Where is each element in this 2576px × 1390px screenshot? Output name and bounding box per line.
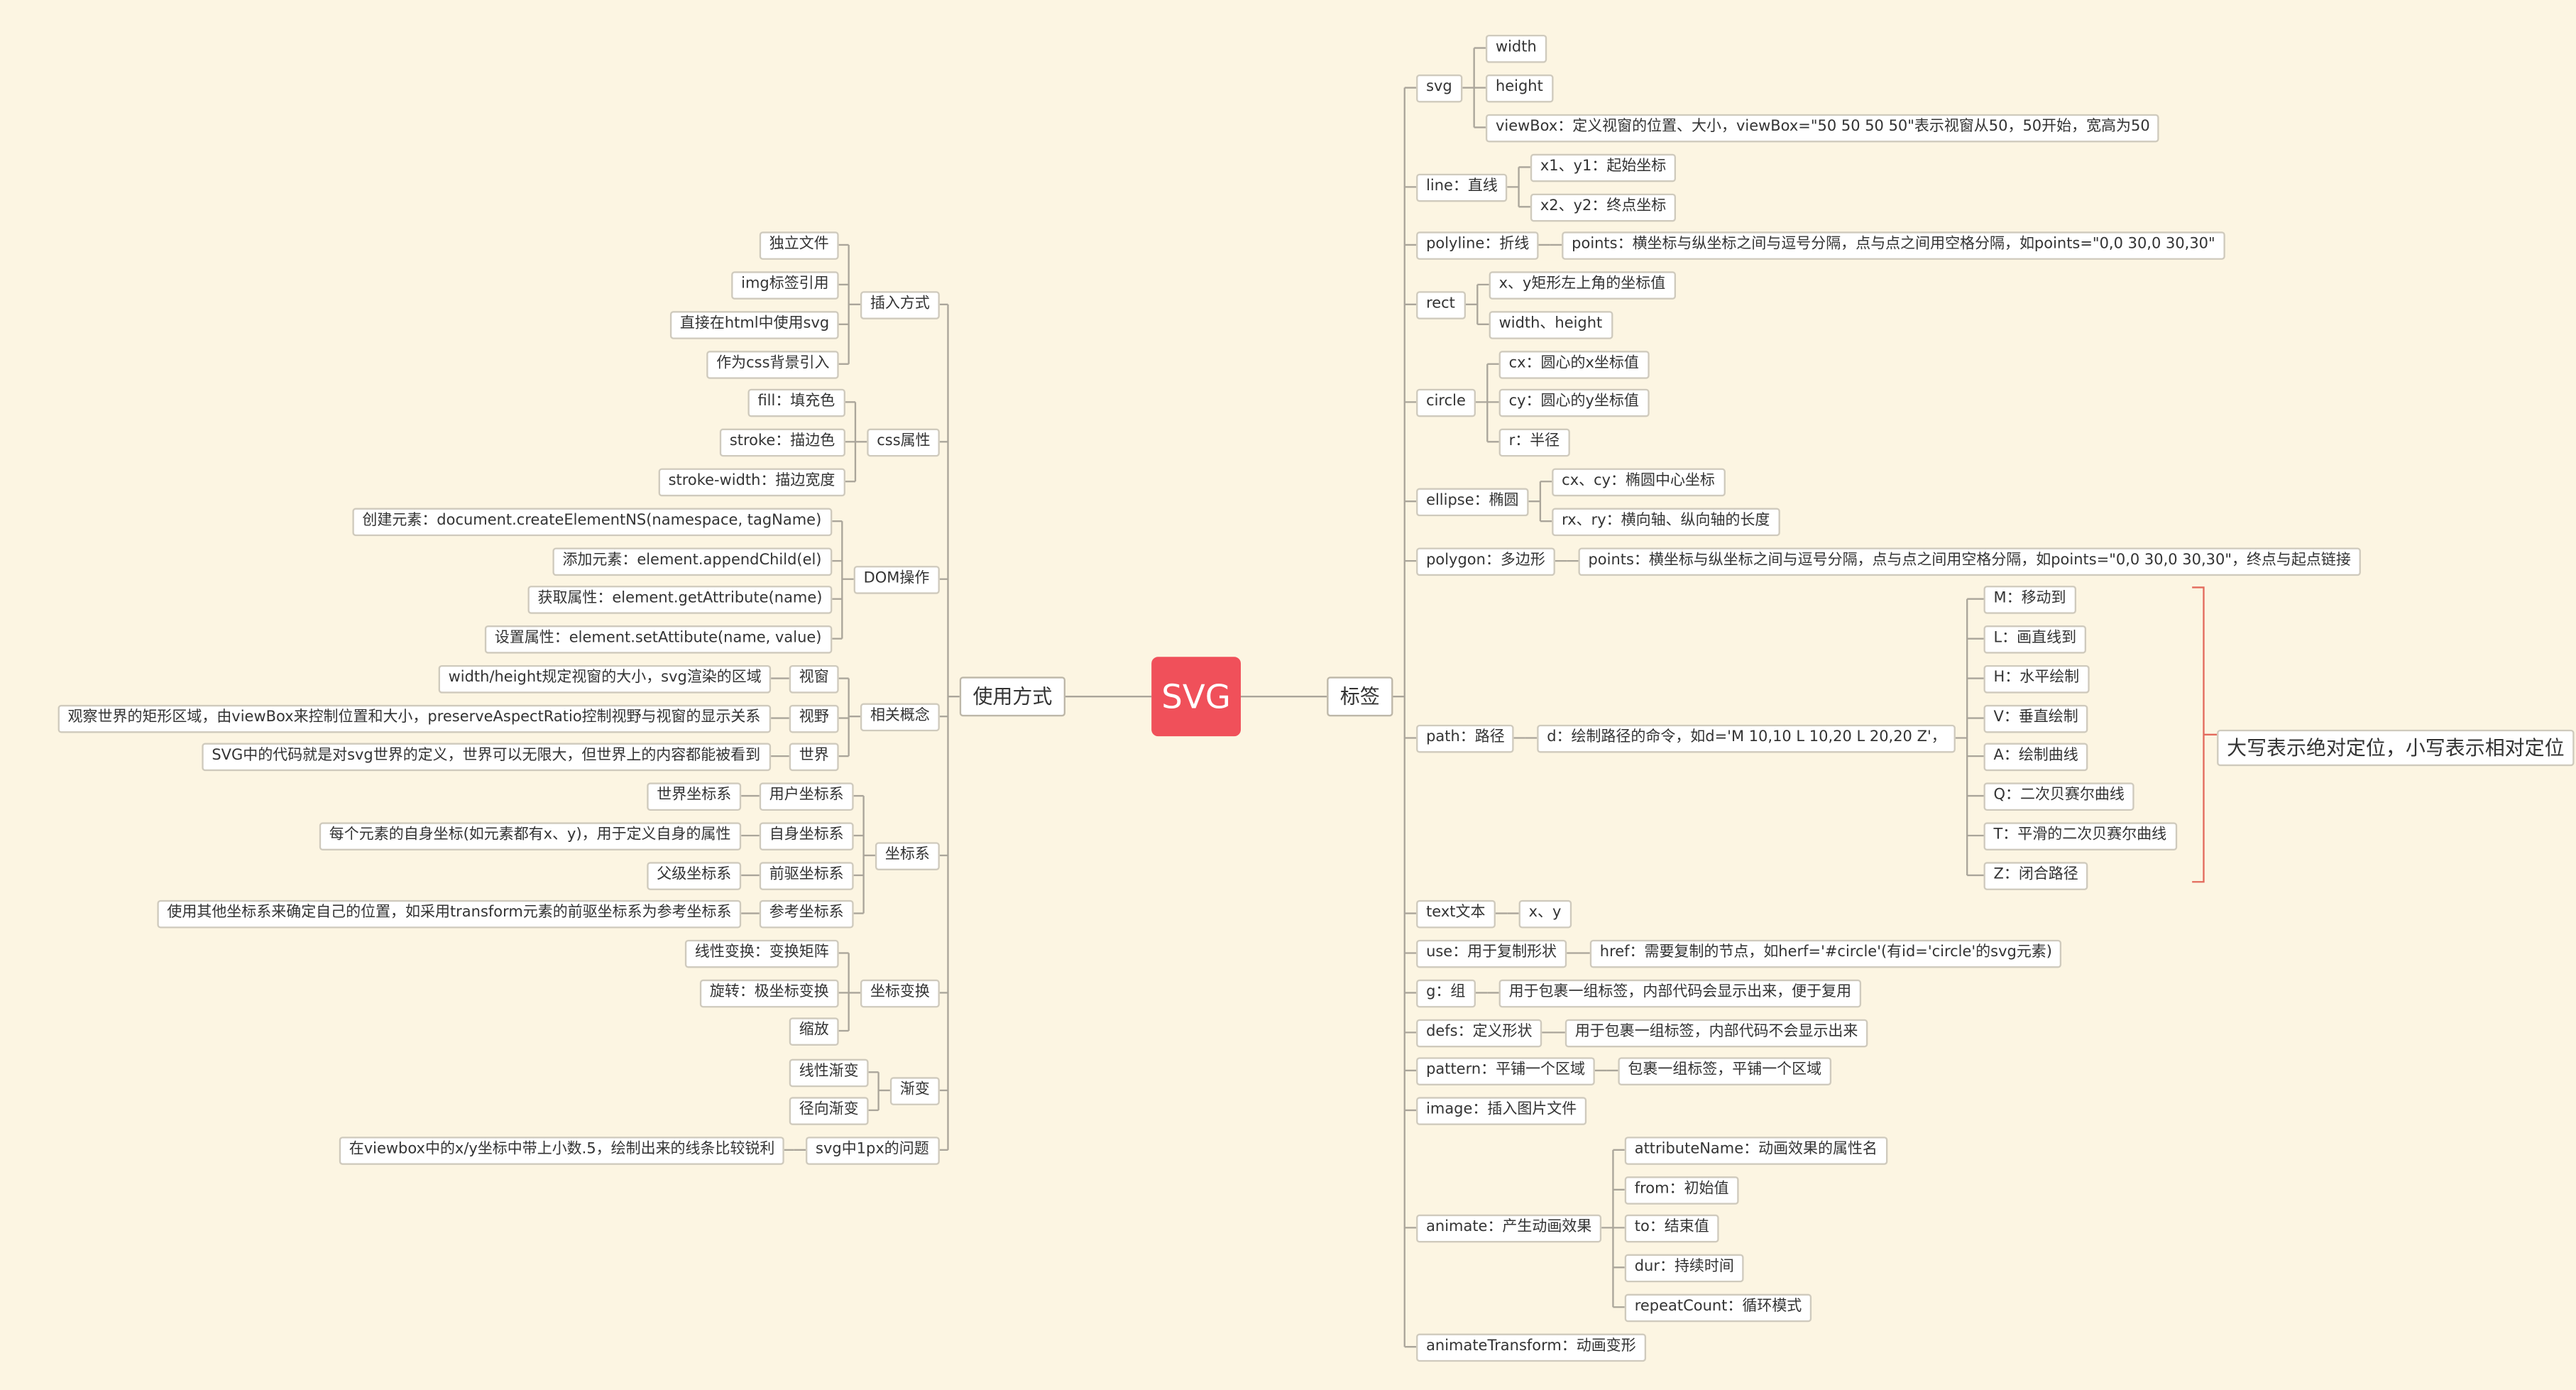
tag-15-attr-2[interactable]: from：初始值 [1624, 1175, 1739, 1204]
tag-g[interactable]: g：组 [1416, 978, 1476, 1007]
usage-7[interactable]: 渐变 [889, 1076, 940, 1105]
usage-5[interactable]: 坐标系 [875, 841, 940, 870]
usage-3-item-2[interactable]: 添加元素：element.appendChild(el) [552, 547, 832, 575]
usage-1-item-1[interactable]: 独立文件 [759, 231, 839, 259]
tag-polygon[interactable]: polygon：多边形 [1416, 547, 1555, 575]
tag-rect[interactable]: rect [1416, 290, 1465, 319]
usage-1-item-3[interactable]: 直接在html中使用svg [669, 310, 840, 339]
path-command-7[interactable]: T：平滑的二次贝赛尔曲线 [1983, 821, 2177, 850]
usage-3-item-3[interactable]: 获取属性：element.getAttribute(name) [527, 584, 833, 613]
usage-2-item-2[interactable]: stroke：描边色 [719, 427, 845, 456]
tag-15-attr-5[interactable]: repeatCount：循环模式 [1624, 1293, 1812, 1322]
root-node[interactable]: SVG [1151, 657, 1242, 737]
tag-6-attr-1[interactable]: cx、cy：椭圆中心坐标 [1552, 467, 1725, 496]
path-command-8[interactable]: Z：闭合路径 [1983, 861, 2088, 890]
path-command-6[interactable]: Q：二次贝赛尔曲线 [1983, 782, 2134, 810]
tag-6-attr-2[interactable]: rx、ry：横向轴、纵向轴的长度 [1552, 507, 1780, 535]
tag-use[interactable]: use：用于复制形状 [1416, 938, 1567, 968]
usage-2-item-1[interactable]: fill：填充色 [747, 388, 845, 417]
usage-4-item-2-detail[interactable]: 观察世界的矩形区域，由viewBox来控制位置和大小，preserveAspec… [57, 704, 771, 733]
path-command-4[interactable]: V：垂直绘制 [1983, 704, 2088, 733]
tag-2-attr-2[interactable]: x2、y2：终点坐标 [1530, 192, 1677, 221]
tag-5-attr-2[interactable]: cy：圆心的y坐标值 [1498, 388, 1649, 417]
usage-1-item-2[interactable]: img标签引用 [731, 270, 839, 299]
usage-1-item-4[interactable]: 作为css背景引入 [706, 349, 840, 378]
tag-animate[interactable]: animate：产生动画效果 [1416, 1213, 1602, 1242]
path-command-5[interactable]: A：绘制曲线 [1983, 742, 2088, 770]
tag-image[interactable]: image：插入图片文件 [1416, 1096, 1587, 1124]
tag-5-attr-1[interactable]: cx：圆心的x坐标值 [1498, 349, 1649, 378]
tag-ellipse[interactable]: ellipse：椭圆 [1416, 487, 1529, 516]
tag-line[interactable]: line：直线 [1416, 173, 1508, 202]
tag-1-attr-3[interactable]: viewBox：定义视窗的位置、大小，viewBox="50 50 50 50"… [1485, 113, 2160, 142]
usage-5-item-4-detail[interactable]: 使用其他坐标系来确定自己的位置，如采用transform元素的前驱坐标系为参考坐… [157, 899, 742, 928]
tag-polyline[interactable]: polyline：折线 [1416, 231, 1540, 259]
usage-3-item-1[interactable]: 创建元素：document.createElementNS(namespace,… [352, 507, 832, 535]
branch-tags[interactable]: 标签 [1327, 677, 1393, 717]
tag-pattern[interactable]: pattern：平铺一个区域 [1416, 1056, 1595, 1085]
usage-4[interactable]: 相关概念 [860, 702, 940, 731]
tag-3-attr-1[interactable]: points：横坐标与纵坐标之间与逗号分隔，点与点之间用空格分隔，如points… [1562, 231, 2225, 259]
path-command-1[interactable]: M：移动到 [1983, 584, 2076, 613]
usage-5-item-1-detail[interactable]: 世界坐标系 [647, 782, 742, 810]
usage-3[interactable]: DOM操作 [853, 564, 940, 593]
path-case-note[interactable]: 大写表示绝对定位，小写表示相对定位 [2217, 729, 2575, 767]
usage-8[interactable]: svg中1px的问题 [806, 1136, 939, 1164]
usage-5-item-4[interactable]: 参考坐标系 [759, 899, 854, 928]
path-command-2[interactable]: L：画直线到 [1983, 624, 2087, 653]
bracket [2192, 586, 2218, 883]
tag-text[interactable]: text文本 [1416, 899, 1496, 928]
tag-15-attr-4[interactable]: dur：持续时间 [1624, 1253, 1744, 1282]
tag-2-attr-1[interactable]: x1、y1：起始坐标 [1530, 153, 1677, 182]
usage-1[interactable]: 插入方式 [860, 290, 940, 319]
tag-7-attr-1[interactable]: points：横坐标与纵坐标之间与逗号分隔，点与点之间用空格分隔，如points… [1578, 547, 2361, 575]
usage-4-item-3-detail[interactable]: SVG中的代码就是对svg世界的定义，世界可以无限大，但世界上的内容都能被看到 [202, 742, 771, 770]
tag-15-attr-3[interactable]: to：结束值 [1624, 1213, 1719, 1242]
tag-defs[interactable]: defs：定义形状 [1416, 1018, 1542, 1047]
usage-6[interactable]: 坐标变换 [860, 978, 940, 1007]
tag-svg[interactable]: svg [1416, 73, 1462, 102]
tag-5-attr-3[interactable]: r：半径 [1498, 427, 1570, 456]
tag-13-attr-1[interactable]: 包裹一组标签，平铺一个区域 [1618, 1056, 1832, 1085]
tag-15-attr-1[interactable]: attributeName：动画效果的属性名 [1624, 1136, 1887, 1164]
usage-7-item-1[interactable]: 线性渐变 [789, 1058, 869, 1087]
usage-2[interactable]: css属性 [867, 427, 941, 456]
usage-6-item-1[interactable]: 线性变换：变换矩阵 [684, 938, 839, 968]
tag-circle[interactable]: circle [1416, 388, 1476, 417]
tag-4-attr-1[interactable]: x、y矩形左上角的坐标值 [1489, 270, 1676, 299]
path-d-attribute[interactable]: d：绘制路径的命令，如d='M 10,10 L 10,20 L 20,20 Z'… [1537, 723, 1956, 753]
usage-5-item-3-detail[interactable]: 父级坐标系 [647, 861, 742, 890]
usage-8-item-1[interactable]: 在viewbox中的x/y坐标中带上小数.5，绘制出来的线条比较锐利 [339, 1136, 785, 1164]
usage-5-item-2[interactable]: 自身坐标系 [759, 821, 854, 850]
tag-11-attr-1[interactable]: 用于包裹一组标签，内部代码会显示出来，便于复用 [1498, 978, 1862, 1007]
tag-12-attr-1[interactable]: 用于包裹一组标签，内部代码不会显示出来 [1564, 1018, 1868, 1047]
usage-4-item-1-detail[interactable]: width/height规定视窗的大小，svg渲染的区域 [438, 664, 772, 693]
usage-4-item-3[interactable]: 世界 [789, 742, 839, 770]
tag-4-attr-2[interactable]: width、height [1489, 310, 1613, 339]
tag-1-attr-1[interactable]: width [1485, 33, 1547, 62]
usage-3-item-4[interactable]: 设置属性：element.setAttibute(name, value) [484, 624, 832, 653]
tag-9-attr-1[interactable]: x、y [1518, 899, 1572, 928]
usage-4-item-2[interactable]: 视野 [789, 704, 839, 733]
path-command-3[interactable]: H：水平绘制 [1983, 664, 2090, 693]
usage-5-item-1[interactable]: 用户坐标系 [759, 782, 854, 810]
tag-10-attr-1[interactable]: href：需要复制的节点，如herf='#circle'(有id='circle… [1589, 938, 2062, 968]
usage-7-item-2[interactable]: 径向渐变 [789, 1096, 869, 1124]
usage-2-item-3[interactable]: stroke-width：描边宽度 [658, 467, 845, 496]
tag-animatetransform[interactable]: animateTransform：动画变形 [1416, 1332, 1646, 1362]
usage-4-item-1[interactable]: 视窗 [789, 664, 839, 693]
usage-6-item-2[interactable]: 旋转：极坐标变换 [699, 978, 839, 1007]
usage-5-item-3[interactable]: 前驱坐标系 [759, 861, 854, 890]
usage-5-item-2-detail[interactable]: 每个元素的自身坐标(如元素都有x、y)，用于定义自身的属性 [319, 821, 741, 850]
usage-6-item-3[interactable]: 缩放 [789, 1017, 839, 1045]
branch-usage[interactable]: 使用方式 [959, 677, 1066, 717]
tag-1-attr-2[interactable]: height [1485, 73, 1553, 102]
tag-path[interactable]: path：路径 [1416, 723, 1515, 753]
